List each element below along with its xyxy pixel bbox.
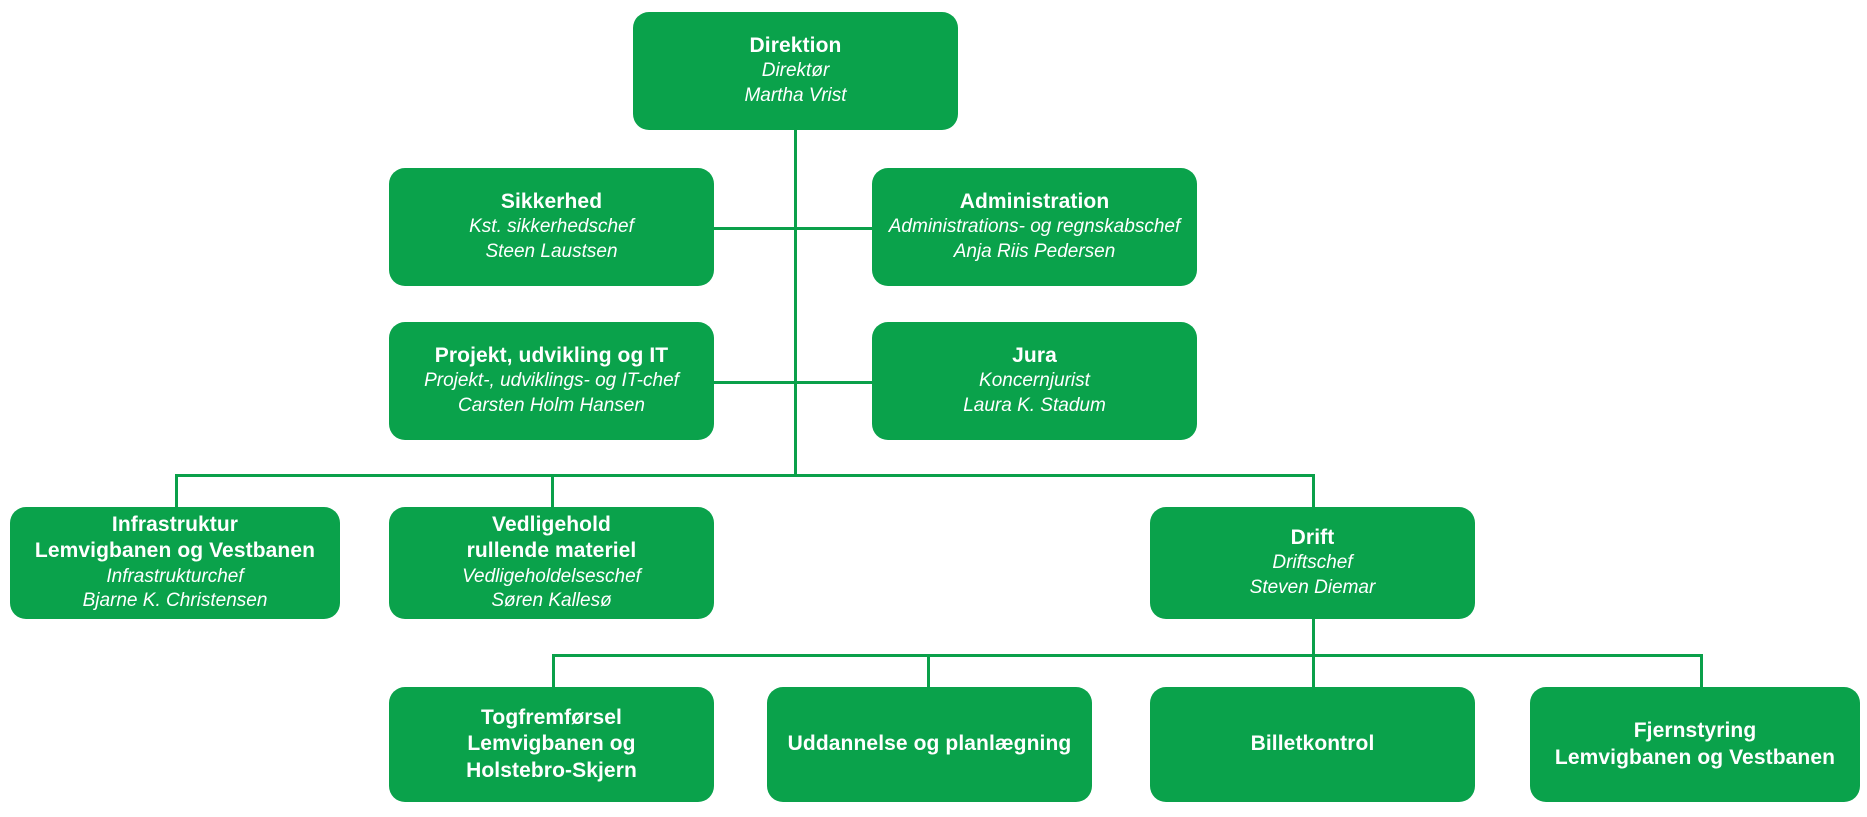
node-togfremfoersel[interactable]: Togfremførsel Lemvigbanen og Holstebro-S… [389,687,714,802]
node-infrastruktur[interactable]: Infrastruktur Lemvigbanen og Vestbanen I… [10,507,340,619]
node-drift-role: Driftschef [1272,552,1353,574]
node-infrastruktur-title-line2: Lemvigbanen og Vestbanen [34,539,316,563]
node-administration-title: Administration [959,190,1110,214]
node-uddannelse-title: Uddannelse og planlægning [787,732,1072,756]
node-drift-title: Drift [1290,526,1335,550]
node-direktion-person: Martha Vrist [744,85,847,107]
connector-level4-drop-uddannelse [927,654,930,688]
node-jura[interactable]: Jura Koncernjurist Laura K. Stadum [872,322,1197,440]
node-sikkerhed-person: Steen Laustsen [485,241,618,263]
connector-level3-drop-vedligehold [551,474,554,508]
node-administration-role: Administrations- og regnskabschef [888,216,1181,238]
node-infrastruktur-title-line1: Infrastruktur [111,513,239,537]
node-fjernstyring-title-line1: Fjernstyring [1633,719,1757,743]
node-administration[interactable]: Administration Administrations- og regns… [872,168,1197,286]
node-projekt-udvikling-it-title: Projekt, udvikling og IT [434,344,669,368]
connector-trunk-main [794,130,797,475]
node-direktion[interactable]: Direktion Direktør Martha Vrist [633,12,958,130]
node-projekt-udvikling-it-person: Carsten Holm Hansen [458,395,645,417]
node-vedligehold-role: Vedligeholdelseschef [462,565,641,587]
node-vedligehold-title-line2: rullende materiel [466,539,637,563]
node-uddannelse[interactable]: Uddannelse og planlægning [767,687,1092,802]
node-projekt-udvikling-it[interactable]: Projekt, udvikling og IT Projekt-, udvik… [389,322,714,440]
node-billetkontrol-title: Billetkontrol [1250,732,1375,756]
node-fjernstyring[interactable]: Fjernstyring Lemvigbanen og Vestbanen [1530,687,1860,802]
node-vedligehold[interactable]: Vedligehold rullende materiel Vedligehol… [389,507,714,619]
node-togfremfoersel-title-line2: Lemvigbanen og [467,732,636,756]
connector-drift-stem [1312,619,1315,656]
node-infrastruktur-person: Bjarne K. Christensen [82,590,268,612]
connector-level3-drop-infrastruktur [175,474,178,508]
node-jura-role: Koncernjurist [979,370,1090,392]
node-togfremfoersel-title-line1: Togfremførsel [481,706,622,730]
node-direktion-title: Direktion [749,34,842,58]
node-direktion-role: Direktør [761,60,830,82]
node-vedligehold-person: Søren Kallesø [491,590,612,612]
node-administration-person: Anja Riis Pedersen [953,241,1116,263]
connector-row2-horizontal [713,381,873,384]
connector-level4-drop-billetkontrol [1312,654,1315,688]
connector-level3-drop-drift [1312,474,1315,508]
node-jura-person: Laura K. Stadum [963,395,1106,417]
node-projekt-udvikling-it-role: Projekt-, udviklings- og IT-chef [424,370,679,392]
node-sikkerhed-role: Kst. sikkerhedschef [469,216,634,238]
connector-level4-drop-fjernstyring [1700,654,1703,688]
node-billetkontrol[interactable]: Billetkontrol [1150,687,1475,802]
node-vedligehold-title-line1: Vedligehold [492,513,611,537]
node-togfremfoersel-title-line3: Holstebro-Skjern [466,758,637,782]
node-jura-title: Jura [1012,344,1057,368]
node-drift-person: Steven Diemar [1249,577,1376,599]
node-infrastruktur-role: Infrastrukturchef [106,565,244,587]
connector-level4-drop-togfremfoersel [552,654,555,688]
connector-level3-bus [175,474,1315,477]
connector-row1-horizontal [713,227,873,230]
node-fjernstyring-title-line2: Lemvigbanen og Vestbanen [1554,745,1836,769]
node-sikkerhed-title: Sikkerhed [500,190,603,214]
node-drift[interactable]: Drift Driftschef Steven Diemar [1150,507,1475,619]
node-sikkerhed[interactable]: Sikkerhed Kst. sikkerhedschef Steen Laus… [389,168,714,286]
connector-level4-bus [552,654,1702,657]
